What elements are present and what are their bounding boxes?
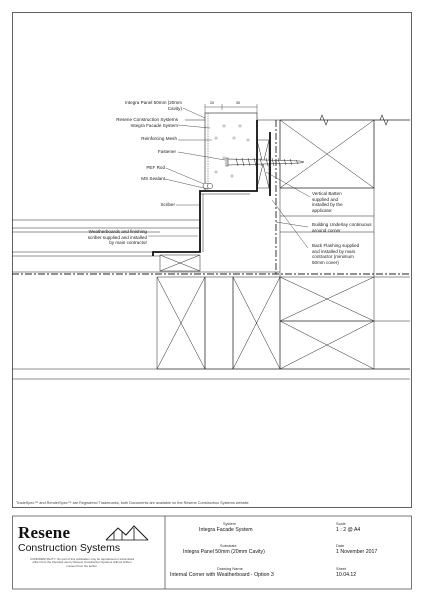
label-resene-system: Resene Construction Systems Integra Faca… (116, 117, 179, 128)
label-scriber: Scriber (160, 202, 175, 207)
label-vertical-batten-line1: Vertical Batten (312, 191, 342, 196)
label-fastener: Fastener (157, 149, 176, 154)
label-back-flashing-line3: contractor (minimum (312, 254, 354, 260)
leader-lines (148, 107, 311, 249)
label-reinforcing-mesh: Reinforcing Mesh (141, 136, 177, 141)
internal-lining (12, 368, 410, 380)
date-value: 1 November 2017 (336, 549, 378, 555)
label-weatherboards: Weatherboards and finishing scriber supp… (87, 229, 147, 246)
weatherboard-wall (12, 219, 280, 273)
trademark-note: TradeSpec™ and RenderSpec™ are Registere… (16, 501, 249, 505)
system-label: System (223, 521, 236, 526)
label-vertical-batten: Vertical Batten supplied and installed b… (312, 191, 343, 213)
fastener-screw (225, 157, 305, 167)
label-ms-sealant: MS Sealant (141, 176, 165, 181)
label-building-underlay-line1: Building Underlay continuous (312, 222, 372, 227)
scriber (200, 193, 250, 252)
drawing-name-value: Internal Corner with Weatherboard - Opti… (170, 572, 274, 578)
drawing-name-label: Drawing Name (217, 566, 243, 571)
label-back-flashing-line4: 50mm cover) (312, 259, 339, 265)
label-back-flashing-line1: Back Flashing supplied (312, 243, 360, 248)
dimension-label-a: 20 (210, 101, 214, 105)
label-resene-system-line1: Resene Construction Systems (116, 117, 178, 122)
system-value: Integra Facade System (199, 527, 253, 533)
confidentiality-note: CONFIDENTIALITY: No part of this publica… (30, 557, 134, 568)
label-weatherboards-line3: by main contractor (109, 240, 147, 246)
logo-construction-systems: Construction Systems (18, 542, 121, 554)
label-integra-panel-line1: Integra Panel 50mm (20mm (125, 100, 182, 105)
label-building-underlay-line2: around corner (312, 227, 341, 233)
substrate-value: Integra Panel 50mm (20mm Cavity) (183, 549, 265, 555)
logo-house-icon (105, 525, 149, 541)
label-vertical-batten-line2: supplied and (312, 196, 339, 202)
title-block-frame (12, 515, 412, 590)
label-vertical-batten-line3: installed by the (312, 202, 343, 208)
sheet-label: Sheet (336, 566, 347, 571)
label-vertical-batten-line4: applicator (312, 207, 332, 213)
label-back-flashing: Back Flashing supplied and installed by … (312, 243, 360, 265)
scale-label: Scale (336, 521, 346, 526)
dimension-label-b: 30 (236, 101, 240, 105)
integra-panel (204, 112, 258, 192)
pef-rod (202, 182, 213, 190)
label-back-flashing-line2: and installed by main (312, 248, 356, 254)
scale-value: 1 : 2 @ A4 (336, 527, 361, 533)
timber-framing (156, 276, 410, 370)
label-weatherboards-line2: scriber supplied and installed (87, 234, 147, 240)
label-weatherboards-line1: Weatherboards and finishing (88, 229, 147, 234)
back-flashing (152, 120, 271, 256)
dimension-line (204, 104, 258, 113)
label-pef-rod: PEF Rod (146, 165, 165, 170)
label-resene-system-line2: Integra Facade System (130, 122, 179, 128)
packer-block (159, 254, 201, 272)
sheet-value: 10.04.12 (336, 572, 357, 578)
drawing-border (12, 12, 412, 508)
logo-resene: Resene (18, 523, 71, 542)
label-integra-panel-line2: Cavity) (167, 105, 182, 111)
label-building-underlay: Building Underlay continuous around corn… (312, 222, 372, 233)
substrate-label: Substrate (220, 543, 237, 548)
date-label: Date (336, 543, 345, 548)
label-integra-panel: Integra Panel 50mm (20mm Cavity) (125, 100, 182, 111)
